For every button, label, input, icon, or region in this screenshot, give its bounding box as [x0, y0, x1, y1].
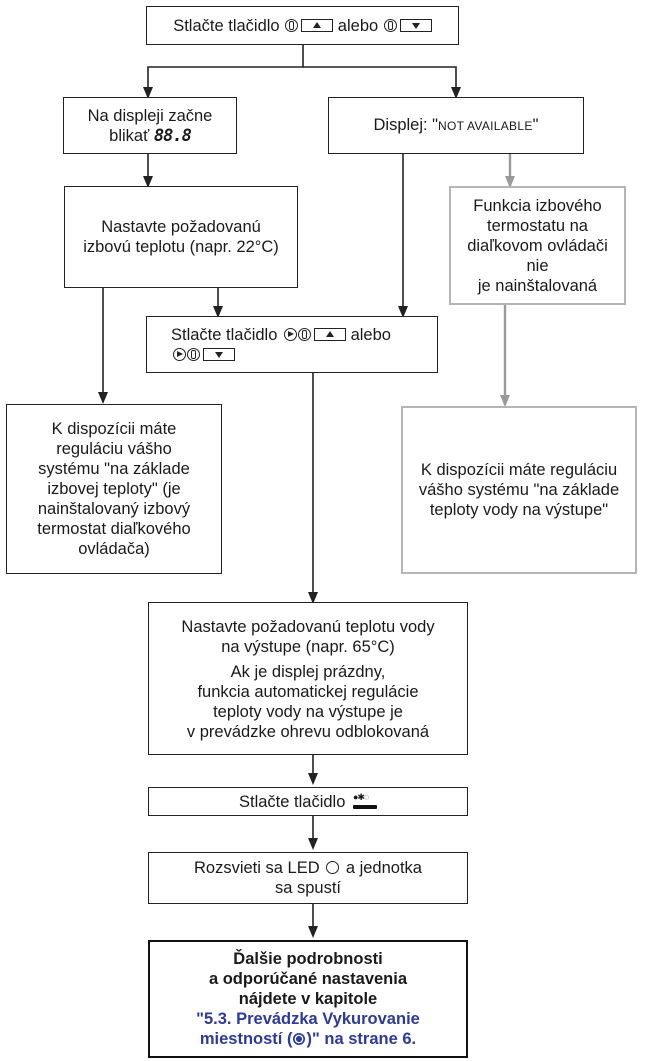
set-water-line2: na výstupe (napr. 65°C): [221, 638, 395, 656]
step-set-room-temp: Nastavte požadovanú izbovú teplotu (napr…: [64, 186, 298, 288]
chapter-link-line1[interactable]: "5.3. Prevádzka Vykurovanie: [196, 1010, 420, 1028]
thermostat-sensor-icon: [383, 18, 397, 32]
blink-line2: blikať: [109, 126, 150, 145]
display-value: 88.8: [153, 125, 192, 146]
result-room-line6: termostat diaľkového: [37, 520, 191, 538]
play-icon: [173, 347, 186, 361]
up-key-icon: [301, 18, 334, 32]
led-line2: sa spustí: [274, 879, 342, 897]
set-water-note-line2: funkcia automatickej regulácie: [197, 683, 419, 701]
result-water-line2: vášho systému "na základe: [418, 481, 620, 499]
result-room-line2: reguláciu vášho: [56, 440, 172, 458]
or-label: alebo: [350, 325, 391, 344]
final-line3: nájdete v kapitole: [238, 990, 378, 1008]
blink-line1: Na displeji začne: [87, 106, 213, 125]
thermostat-sensor-icon: [285, 18, 299, 32]
up-key-icon: [313, 327, 346, 341]
not-installed-line4: je nainštalovaná: [477, 276, 598, 295]
final-details: Ďalšie podrobnosti a odporúčané nastaven…: [148, 940, 468, 1058]
step-thermostat-not-installed: Funkcia izbového termostatu na diaľkovom…: [449, 186, 626, 305]
result-water-line1: K dispozícii máte reguláciu: [420, 461, 618, 479]
play-icon: [283, 327, 297, 341]
not-available-suffix: ": [532, 116, 539, 134]
set-water-note-line4: v prevádzke ohrevu odblokovaná: [186, 723, 430, 741]
not-available-prefix: Displej: ": [373, 116, 439, 134]
step-set-water-temp: Nastavte požadovanú teplotu vody na výst…: [148, 602, 468, 755]
result-water-regulation: K dispozícii máte reguláciu vášho systém…: [401, 406, 637, 574]
step-press-mode-button: Stlačte tlačidlo ●✱◌: [148, 787, 468, 816]
not-installed-line3: diaľkovom ovládači nie: [467, 236, 608, 275]
result-room-line4: izbovej teploty" (je: [47, 480, 181, 498]
down-key-icon: [203, 347, 235, 361]
thermostat-sensor-icon: [187, 347, 200, 361]
final-line1: Ďalšie podrobnosti: [233, 950, 383, 968]
led-line1a: Rozsvieti sa LED: [194, 859, 320, 877]
set-water-note-line3: teploty vody na výstupe je: [213, 703, 403, 721]
press2-label: Stlačte tlačidlo: [171, 325, 278, 344]
step-display-blink: Na displeji začne blikať 88.8: [63, 97, 237, 154]
set-room-line2: izbovú teplotu (napr. 22°C): [83, 238, 279, 256]
result-room-line1: K dispozícii máte: [51, 420, 177, 438]
step-not-available: Displej: "NOT AVAILABLE": [328, 97, 584, 154]
step-led-on: Rozsvieti sa LED a jednotka sa spustí: [148, 852, 468, 904]
set-room-line1: Nastavte požadovanú: [101, 218, 261, 236]
result-room-line5: nainštalovaný izbový: [37, 500, 191, 518]
step-press-button-2: Stlačte tlačidlo alebo: [146, 316, 438, 373]
thermostat-sensor-icon: [297, 327, 311, 341]
or-label: alebo: [337, 16, 379, 35]
press3-label: Stlačte tlačidlo: [239, 792, 346, 811]
result-room-regulation: K dispozícii máte reguláciu vášho systém…: [6, 404, 222, 574]
result-water-line3: teploty vody na výstupe": [429, 501, 609, 519]
step-press-button: Stlačte tlačidlo alebo: [146, 6, 459, 45]
final-line2: a odporúčané nastavenia: [208, 970, 408, 988]
chapter-link-line2[interactable]: miestností ( )" na strane 6.: [200, 1029, 416, 1049]
down-key-icon: [399, 18, 432, 32]
not-installed-line1: Funkcia izbového: [473, 196, 602, 215]
mode-button-icon: ●✱◌: [352, 792, 377, 809]
chapter-link-part-a[interactable]: miestností (: [199, 1030, 293, 1048]
result-room-line3: systému "na základe: [38, 460, 190, 478]
led-icon: [326, 861, 340, 874]
not-installed-line2: termostatu na: [487, 216, 588, 235]
set-water-line1: Nastavte požadovanú teplotu vody: [181, 618, 435, 636]
chapter-link-part-b[interactable]: )" na strane 6.: [306, 1030, 417, 1048]
not-available-message: NOT AVAILABLE: [438, 119, 533, 133]
step-press-label: Stlačte tlačidlo: [173, 16, 280, 35]
led-line1b: a jednotka: [345, 859, 422, 877]
result-room-line7: ovládača): [78, 540, 150, 558]
sun-icon: [293, 1033, 306, 1045]
set-water-note-line1: Ak je displej prázdny,: [230, 663, 386, 681]
